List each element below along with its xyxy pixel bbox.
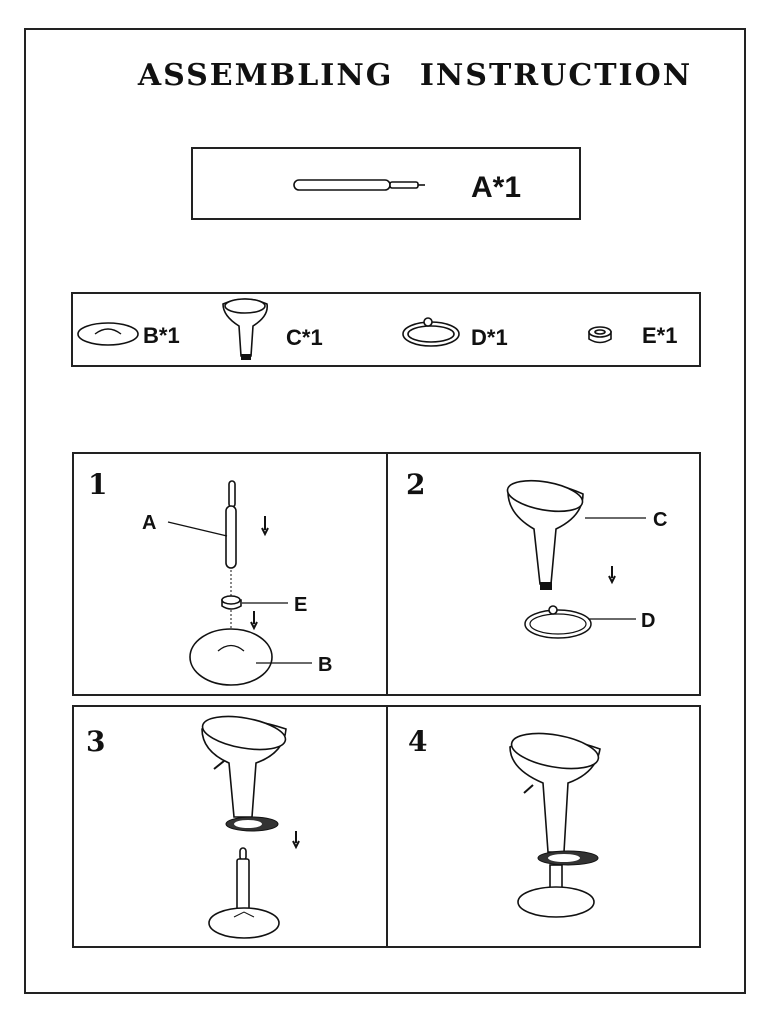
label-c: C [653,509,667,531]
gas-cylinder-icon [225,480,237,664]
label-e: E [294,594,307,616]
step-number: 2 [406,468,425,501]
page-title: ASSEMBLING INSTRUCTION [137,58,693,93]
step-3-panel: 3 [72,705,388,948]
step-1-panel: 1 A E B [72,452,388,696]
down-arrow-icon [292,831,300,850]
label-b: B [318,654,332,676]
step-number: 1 [88,468,107,501]
page-border [24,28,746,994]
parts-box: B*1 C*1 D*1 E*1 [71,292,701,367]
footrest-ring-icon [402,317,460,347]
part-c-label: C*1 [286,325,323,350]
seat-icon [506,479,584,590]
step-4-panel: 4 [386,705,701,948]
label-d: D [641,610,655,632]
footrest-ring-icon [225,816,279,832]
step-number: 4 [408,725,427,758]
down-arrow-icon [608,566,616,585]
seat-icon [222,298,269,360]
down-arrow-icon [250,611,258,631]
label-a: A [142,512,156,534]
base-plate-icon [189,628,273,686]
base-plate-icon [77,322,139,346]
base-with-cylinder-icon [208,847,280,939]
footrest-ring-icon [524,605,592,639]
assembled-stool-icon [509,732,601,918]
part-a-label: A*1 [471,171,521,204]
collar-icon [588,326,612,344]
part-d-label: D*1 [471,325,508,350]
part-b-label: B*1 [143,323,180,348]
gas-cylinder-icon: A*1 [293,171,521,204]
step-number: 3 [86,725,105,758]
seat-icon [201,715,287,818]
collar-icon [221,595,242,610]
step-2-panel: 2 C D [386,452,701,696]
part-e-label: E*1 [642,323,677,348]
down-arrow-icon [261,516,269,537]
part-a-box: A*1 [191,147,581,220]
